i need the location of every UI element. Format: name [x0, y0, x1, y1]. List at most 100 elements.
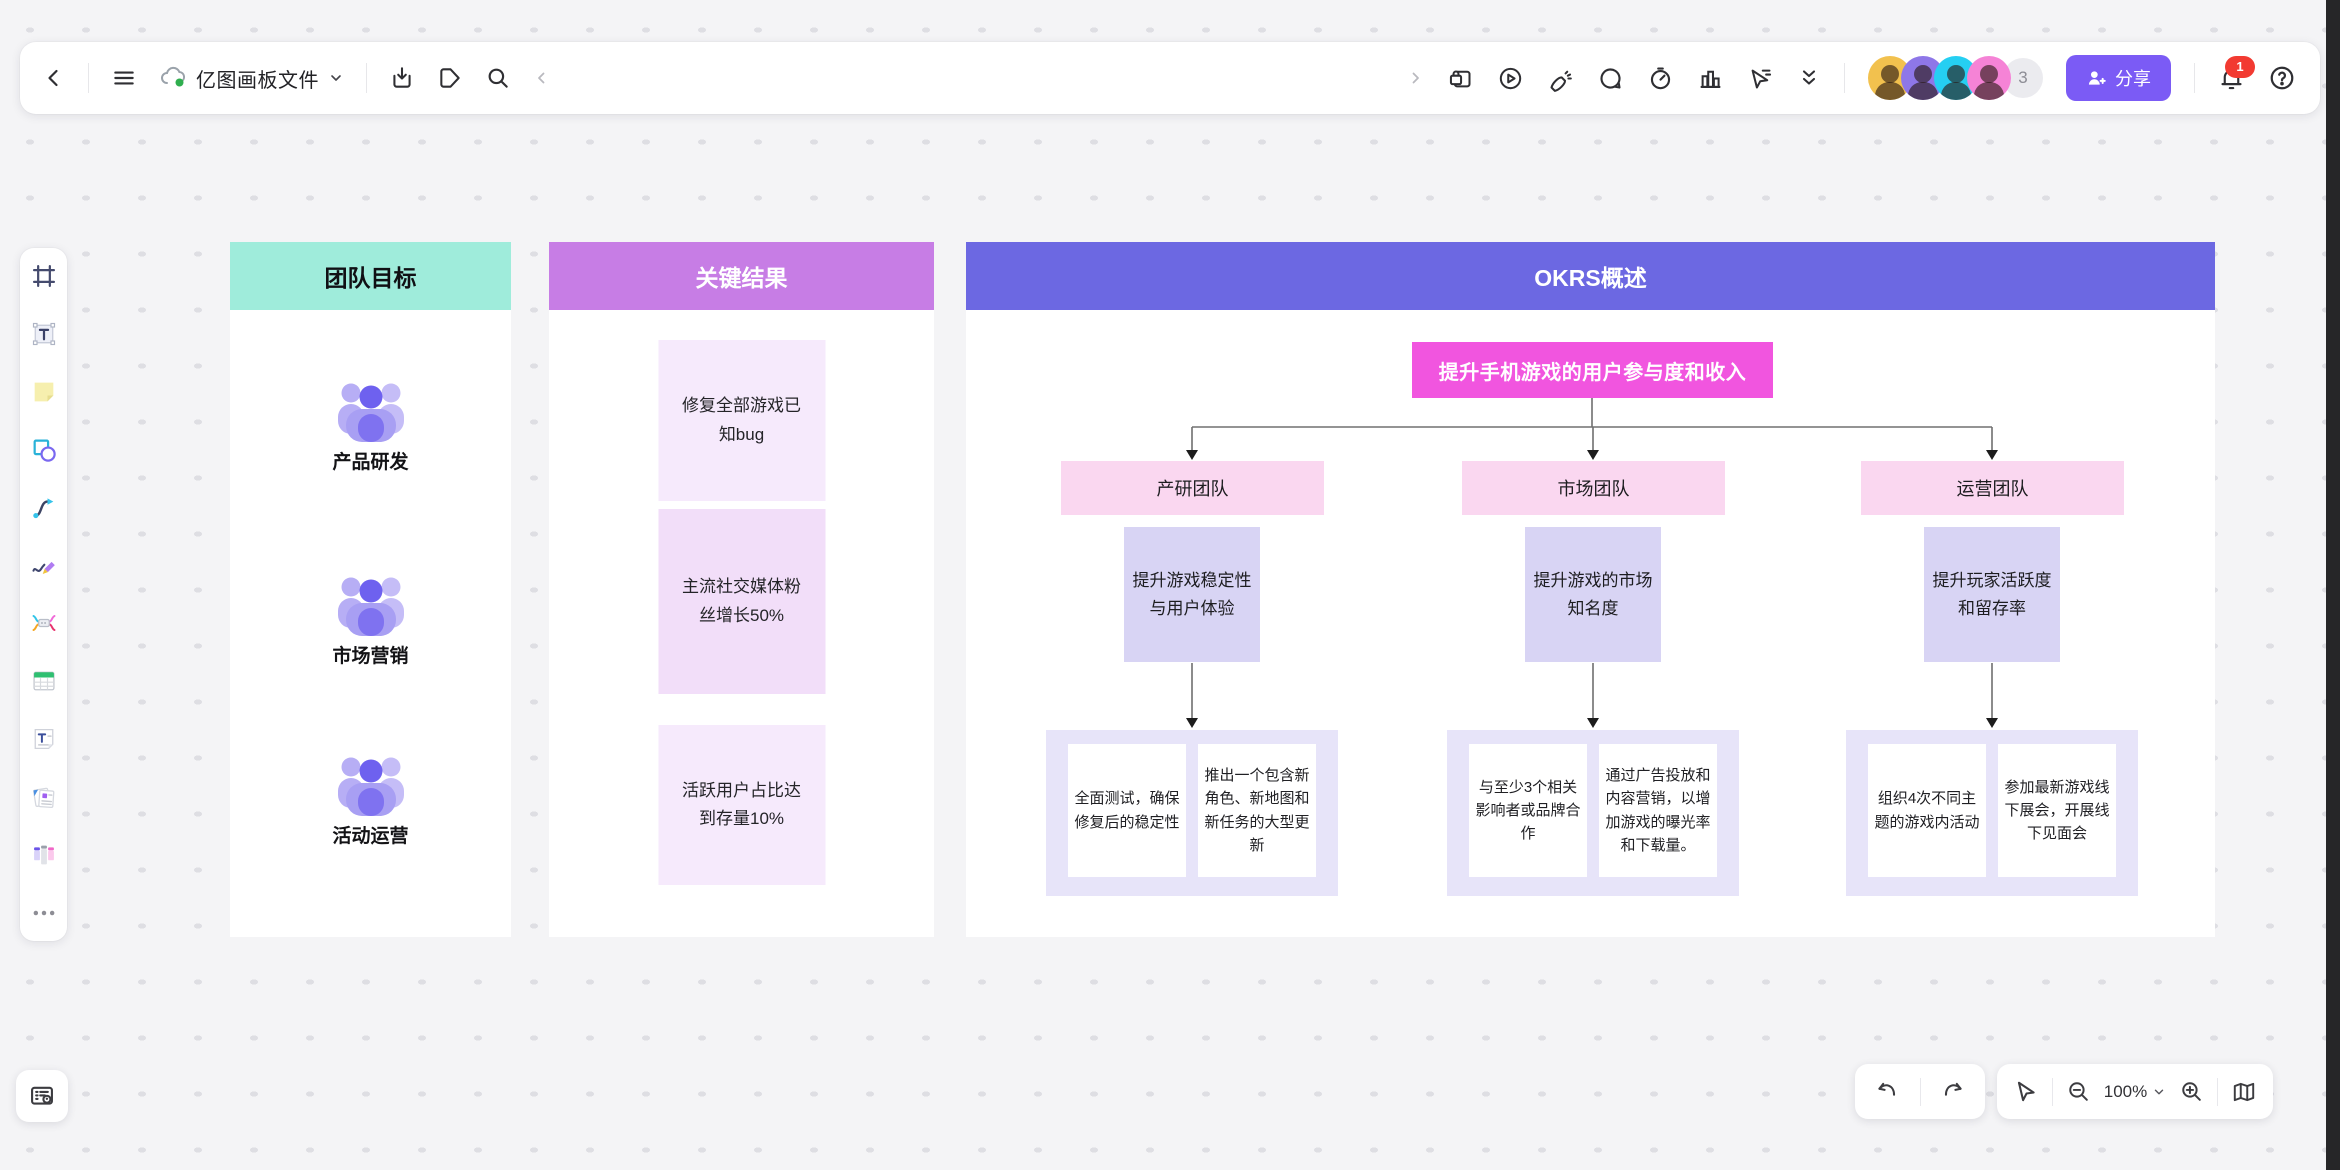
divider	[1844, 63, 1845, 93]
team-label: 市场营销	[332, 646, 409, 667]
text-tool[interactable]	[29, 320, 59, 349]
table-tool[interactable]	[29, 667, 59, 696]
collapse-left-toolbar-button[interactable]	[533, 69, 551, 87]
zoom-out-button[interactable]	[2066, 1079, 2091, 1104]
expand-toolbar-button[interactable]	[1406, 69, 1424, 87]
okr-keyresults-group[interactable]: 与至少3个相关影响者或品牌合作 通过广告投放和内容营销，以增加游戏的曝光率和下载…	[1447, 730, 1739, 896]
card-tool[interactable]	[29, 782, 59, 811]
back-button[interactable]	[42, 66, 66, 90]
sticky-note-tool[interactable]	[29, 378, 59, 407]
okr-objective-node[interactable]: 提升手机游戏的用户参与度和收入	[1412, 342, 1773, 398]
frame-tool[interactable]	[29, 262, 59, 291]
team-operations[interactable]: 活动运营	[230, 752, 511, 848]
view-controls: 100%	[1997, 1064, 2273, 1119]
chevron-down-icon	[331, 75, 341, 81]
team-label: 产品研发	[332, 452, 409, 473]
okr-team-node[interactable]: 市场团队	[1462, 461, 1725, 515]
menu-button[interactable]	[111, 65, 137, 91]
share-button-label: 分享	[2115, 69, 2151, 89]
redo-button[interactable]	[1921, 1079, 1986, 1105]
avatar[interactable]	[1967, 56, 2011, 100]
laser-pointer-button[interactable]	[1547, 65, 1574, 92]
pointer-icon	[2017, 1081, 2035, 1101]
key-results-column-body: 修复全部游戏已知bug 主流社交媒体粉丝增长50% 活跃用户占比达到存量10%	[549, 310, 934, 937]
help-button[interactable]	[2268, 64, 2296, 92]
frames-navigator-button[interactable]	[16, 1070, 68, 1122]
okr-team-name: 运营团队	[1956, 479, 2029, 499]
download-icon	[393, 67, 411, 88]
tag-button[interactable]	[437, 65, 463, 91]
save-download-button[interactable]	[389, 65, 415, 91]
cursor-button[interactable]	[1747, 65, 1774, 92]
okr-goal-node[interactable]: 提升玩家活跃度和留存率	[1924, 527, 2060, 662]
minimap-button[interactable]	[2231, 1079, 2257, 1105]
okr-column[interactable]: OKRS概述 提升手机游戏的用户参与度和收入 产研团队 市场团队 运营团队	[966, 242, 2215, 937]
okr-goal-node[interactable]: 提升游戏稳定性与用户体验	[1124, 527, 1260, 662]
more-tools[interactable]	[29, 898, 59, 927]
double-chevron-down-icon	[1802, 70, 1816, 85]
zoom-level-value: 100%	[2103, 1081, 2148, 1101]
okr-keyresult-text: 与至少3个相关影响者或品牌合作	[1475, 778, 1581, 843]
okr-column-header[interactable]: OKRS概述	[966, 242, 2215, 310]
pointer-tool-button[interactable]	[2013, 1079, 2039, 1105]
avatar[interactable]	[1934, 56, 1978, 100]
okr-keyresult-card[interactable]: 全面测试，确保修复后的稳定性	[1068, 744, 1186, 877]
okr-keyresult-text: 通过广告投放和内容营销，以增加游戏的曝光率和下载量。	[1605, 767, 1711, 854]
objectives-column-header[interactable]: 团队目标	[230, 242, 511, 310]
zoom-in-button[interactable]	[2179, 1079, 2204, 1104]
okr-keyresult-card[interactable]: 参加最新游戏线下展会，开展线下见面会	[1998, 744, 2116, 877]
divider	[366, 63, 367, 93]
timer-button[interactable]	[1647, 65, 1674, 92]
vote-button[interactable]	[1697, 65, 1724, 92]
comment-button[interactable]	[1597, 65, 1624, 92]
key-result-text: 主流社交媒体粉丝增长50%	[682, 577, 801, 625]
top-toolbar-left: 亿图画板文件	[20, 63, 551, 93]
pen-tool[interactable]	[29, 551, 59, 580]
zoom-level-dropdown[interactable]: 100%	[2104, 1082, 2166, 1102]
search-button[interactable]	[485, 65, 511, 91]
okr-keyresult-text: 参加最新游戏线下展会，开展线下见面会	[2004, 778, 2110, 843]
avatar-silhouette	[1980, 65, 1998, 83]
key-result-card[interactable]: 主流社交媒体粉丝增长50%	[658, 509, 825, 694]
notifications-button[interactable]: 1	[2218, 55, 2255, 92]
okr-keyresult-card[interactable]: 与至少3个相关影响者或品牌合作	[1469, 744, 1587, 877]
present-button[interactable]	[1497, 65, 1524, 92]
okr-keyresults-group[interactable]: 全面测试，确保修复后的稳定性 推出一个包含新角色、新地图和新任务的大型更新	[1046, 730, 1338, 896]
shapes-tool[interactable]	[29, 435, 59, 464]
okr-keyresult-card[interactable]: 组织4次不同主题的游戏内活动	[1868, 744, 1986, 877]
divider	[1919, 1077, 1921, 1106]
more-dots-icon	[33, 910, 54, 915]
document-title[interactable]: 亿图画板文件	[159, 64, 344, 93]
team-product-rd[interactable]: 产品研发	[230, 378, 511, 474]
key-results-column-header[interactable]: 关键结果	[549, 242, 934, 310]
kanban-tool[interactable]	[29, 840, 59, 869]
key-results-column[interactable]: 关键结果 修复全部游戏已知bug 主流社交媒体粉丝增长50% 活跃用户占比达到存…	[549, 242, 934, 937]
okr-keyresult-card[interactable]: 推出一个包含新角色、新地图和新任务的大型更新	[1198, 744, 1316, 877]
avatar-silhouette	[1881, 65, 1899, 83]
hamburger-menu-icon	[114, 71, 134, 85]
okr-keyresults-group[interactable]: 组织4次不同主题的游戏内活动 参加最新游戏线下展会，开展线下见面会	[1846, 730, 2138, 896]
okr-keyresult-card[interactable]: 通过广告投放和内容营销，以增加游戏的曝光率和下载量。	[1599, 744, 1717, 877]
play-circle-icon	[1499, 67, 1522, 89]
document-tool[interactable]	[29, 725, 59, 754]
divider	[88, 63, 89, 93]
collaborator-avatars[interactable]: 3	[1868, 56, 2043, 100]
collapse-toolbar-button[interactable]	[1797, 66, 1821, 90]
team-marketing[interactable]: 市场营销	[230, 572, 511, 668]
share-button[interactable]: 分享	[2066, 55, 2171, 101]
lock-button[interactable]	[1447, 65, 1474, 92]
key-result-card[interactable]: 活跃用户占比达到存量10%	[658, 725, 825, 885]
okr-team-node[interactable]: 产研团队	[1061, 461, 1324, 515]
mind-map-tool[interactable]	[29, 609, 59, 638]
objectives-column[interactable]: 团队目标 产品研发 市场营销	[230, 242, 511, 937]
people-group-icon	[337, 757, 404, 816]
connector-tool[interactable]	[29, 493, 59, 522]
okr-goal-node[interactable]: 提升游戏的市场知名度	[1525, 527, 1661, 662]
redo-icon	[1944, 1082, 1962, 1096]
undo-button[interactable]	[1855, 1079, 1920, 1105]
okr-column-title: OKRS概述	[1534, 265, 1647, 291]
key-result-card[interactable]: 修复全部游戏已知bug	[658, 340, 825, 501]
avatar-silhouette	[1908, 82, 1938, 100]
okr-team-node[interactable]: 运营团队	[1861, 461, 2124, 515]
people-group-icon	[337, 383, 404, 442]
